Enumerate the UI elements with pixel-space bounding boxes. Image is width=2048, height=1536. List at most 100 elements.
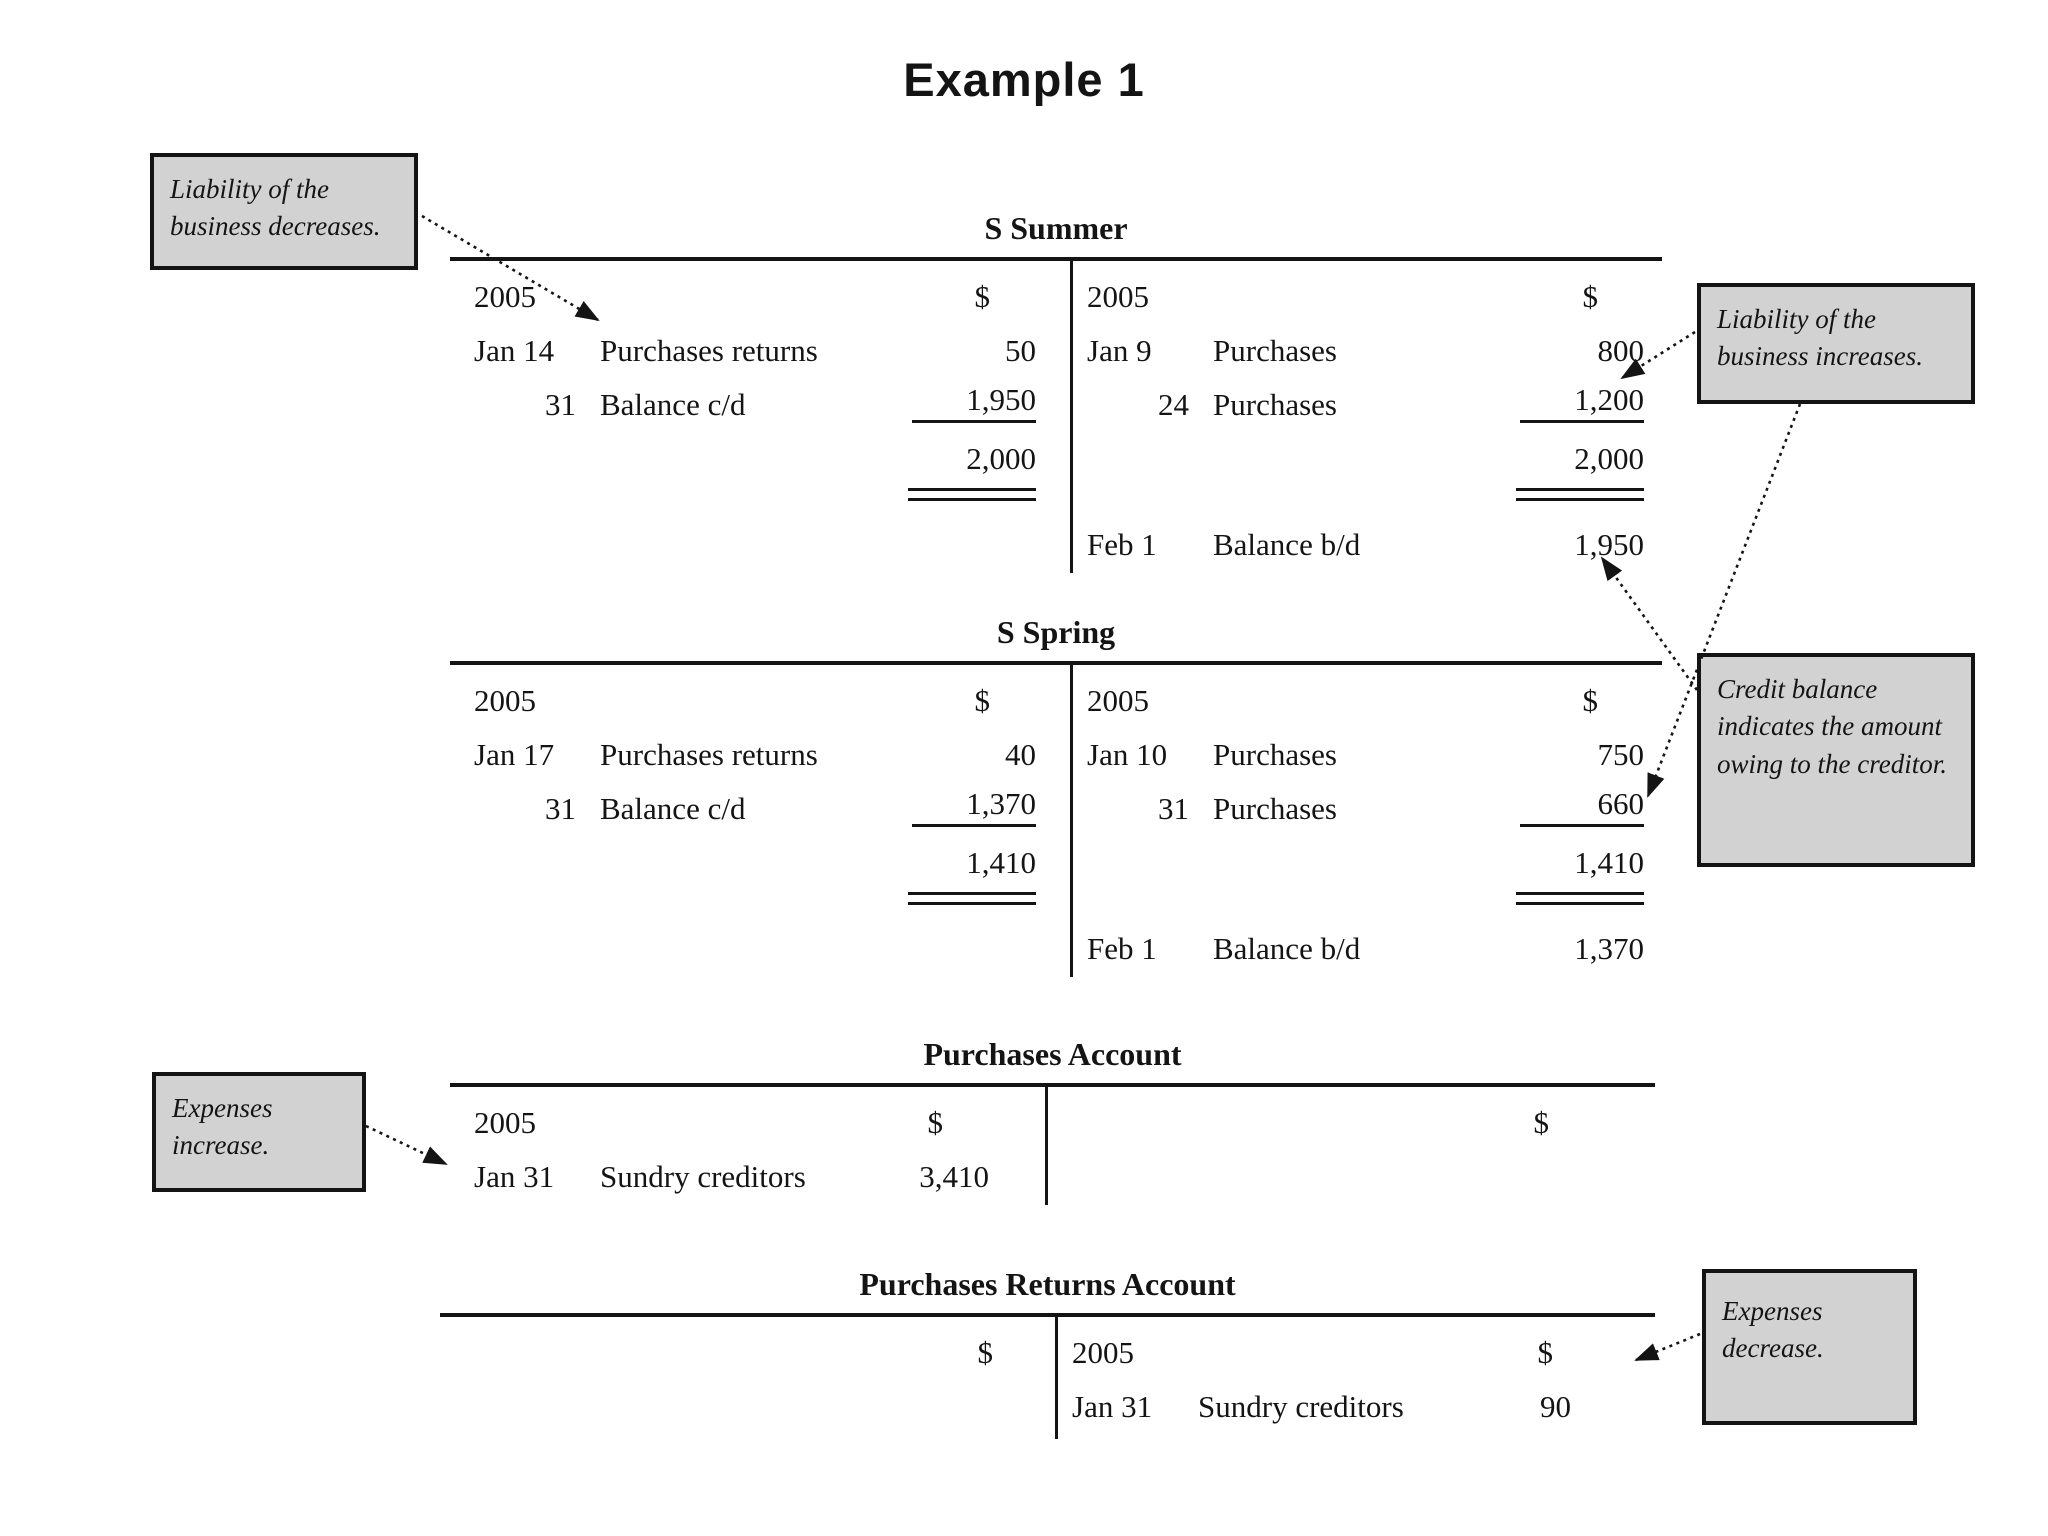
credit-side: $ [1048,1087,1655,1205]
debit-side: 2005 $ Jan 14 Purchases returns 50 31 Ba… [450,261,1073,573]
year-row: 2005 $ [1087,671,1644,725]
entry-amount: 1,950 [1574,527,1644,562]
year-row: $ [464,1323,994,1377]
account-s-spring: S Spring 2005 $ Jan 17 Purchases returns… [450,614,1662,977]
entry-date: Jan 14 [474,333,555,368]
entry-date: Jan 17 [474,737,555,772]
debit-side: 2005 $ Jan 17 Purchases returns 40 31 Ba… [450,665,1073,977]
table-row: 31 Purchases 660 [1087,779,1644,833]
entry-description: Purchases returns [600,737,818,772]
credit-side: 2005 $ Jan 9 Purchases 800 24 Purchases … [1073,261,1662,573]
account-title: S Summer [984,210,1128,246]
entry-amount: 3,410 [919,1159,989,1194]
year-label: 2005 [1072,1335,1134,1370]
entry-amount: 1,950 [912,382,1036,423]
currency-symbol: $ [1582,683,1599,718]
entry-description: Balance c/d [600,387,746,422]
entry-date: 31 [545,387,576,422]
entry-amount: 1,200 [1520,382,1644,423]
account-purchases-returns: Purchases Returns Account $ 2005 $ Jan 3… [440,1266,1655,1439]
callout-credit-balance: Credit balance indicates the amount owin… [1697,653,1975,867]
currency-symbol: $ [974,683,991,718]
entry-date: Jan 10 [1087,737,1168,772]
entry-date: 24 [1158,387,1189,422]
callout-text: Liability of the business decreases. [170,174,381,242]
total-row: 1,410 [1087,833,1644,887]
account-title: Purchases Account [923,1036,1182,1072]
table-row: Jan 31 Sundry creditors 3,410 [474,1147,989,1201]
balance-row: Feb 1 Balance b/d 1,950 [1087,515,1644,569]
entry-date: Jan 31 [1072,1389,1153,1424]
callout-text: Expenses increase. [172,1093,273,1161]
year-row: 2005 $ [474,671,1036,725]
credit-side: 2005 $ Jan 10 Purchases 750 31 Purchases… [1073,665,1662,977]
entry-amount: 660 [1520,786,1644,827]
account-body: 2005 $ Jan 14 Purchases returns 50 31 Ba… [450,257,1662,573]
arrow-expenses-increase [365,1124,448,1166]
currency-symbol: $ [974,279,991,314]
entry-description: Sundry creditors [600,1159,806,1194]
year-row: 2005 $ [474,1093,989,1147]
account-purchases: Purchases Account 2005 $ Jan 31 Sundry c… [450,1036,1655,1205]
entry-amount: 1,370 [912,786,1036,827]
total-amount: 2,000 [1574,441,1644,476]
entry-date: Feb 1 [1087,931,1157,966]
total-row: 1,410 [474,833,1036,887]
table-row: Jan 17 Purchases returns 40 [474,725,1036,779]
table-row: Jan 9 Purchases 800 [1087,321,1644,375]
entry-description: Purchases [1213,791,1337,826]
double-rule [908,892,1036,905]
callout-expenses-decrease: Expenses decrease. [1702,1269,1917,1425]
entry-date: Jan 9 [1087,333,1152,368]
callout-text: Liability of the business increases. [1717,304,1923,372]
table-row: Jan 31 Sundry creditors 90 [1072,1377,1599,1431]
year-label: 2005 [474,1105,536,1140]
year-row: 2005 $ [1072,1323,1599,1377]
total-amount: 1,410 [1574,845,1644,880]
entry-amount: 750 [1597,737,1645,772]
table-row: Jan 10 Purchases 750 [1087,725,1644,779]
callout-text: Credit balance indicates the amount owin… [1717,674,1947,779]
entry-description: Balance b/d [1213,527,1361,562]
table-row: 24 Purchases 1,200 [1087,375,1644,429]
entry-amount: 1,370 [1574,931,1644,966]
callout-liability-decreases: Liability of the business decreases. [150,153,418,270]
year-label: 2005 [1087,683,1149,718]
entry-description: Purchases [1213,387,1337,422]
debit-side: $ [440,1317,1058,1439]
entry-description: Purchases returns [600,333,818,368]
double-rule [908,488,1036,501]
entry-amount: 40 [1005,737,1036,772]
entry-date: Feb 1 [1087,527,1157,562]
year-label: 2005 [474,279,536,314]
callout-expenses-increase: Expenses increase. [152,1072,366,1192]
entry-description: Purchases [1213,333,1337,368]
account-body: 2005 $ Jan 17 Purchases returns 40 31 Ba… [450,661,1662,977]
table-row: 31 Balance c/d 1,950 [474,375,1036,429]
table-row: 31 Balance c/d 1,370 [474,779,1036,833]
page-title: Example 1 [903,53,1145,106]
credit-side: 2005 $ Jan 31 Sundry creditors 90 [1058,1317,1655,1439]
account-s-summer: S Summer 2005 $ Jan 14 Purchases returns… [450,210,1662,573]
table-row: Jan 14 Purchases returns 50 [474,321,1036,375]
year-row: 2005 $ [474,267,1036,321]
entry-amount: 800 [1597,333,1645,368]
total-row: 2,000 [474,429,1036,483]
double-rule [1516,488,1644,501]
currency-symbol: $ [977,1335,994,1370]
currency-symbol: $ [1582,279,1599,314]
entry-date: Jan 31 [474,1159,555,1194]
entry-amount: 90 [1540,1389,1571,1424]
account-body: 2005 $ Jan 31 Sundry creditors 3,410 $ [450,1083,1655,1205]
year-label: 2005 [1087,279,1149,314]
year-label: 2005 [474,683,536,718]
year-row: 2005 $ [1087,267,1644,321]
currency-symbol: $ [1537,1335,1554,1370]
total-amount: 2,000 [966,441,1036,476]
currency-symbol: $ [1533,1105,1550,1140]
year-row: $ [1062,1093,1595,1147]
callout-text: Expenses decrease. [1722,1296,1824,1364]
account-title: S Spring [996,614,1116,650]
total-amount: 1,410 [966,845,1036,880]
